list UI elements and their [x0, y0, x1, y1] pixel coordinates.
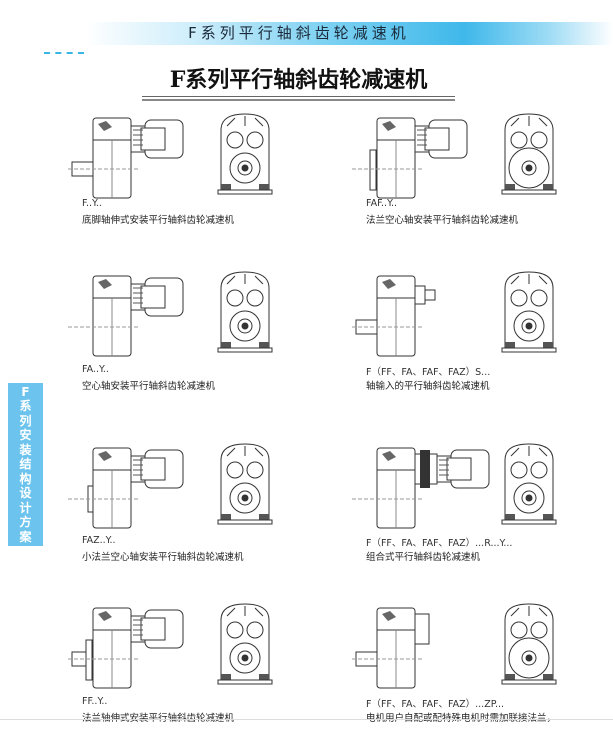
- header-banner: F系列平行轴斜齿轮减速机: [85, 22, 613, 45]
- model-code: F..Y..: [82, 198, 102, 209]
- model-description: 空心轴安装平行轴斜齿轮减速机: [82, 381, 216, 392]
- side-tab: F系列安装结构设计方案: [8, 383, 43, 546]
- model-code: FAZ..Y..: [82, 535, 116, 546]
- gearbox-item-adapter: F（FF、FA、FAF、FAZ）...ZP... 电机用户自配或配特殊电机时需加…: [352, 600, 592, 750]
- model-description: 电机用户自配或配特殊电机时需加联接法兰，: [366, 713, 557, 724]
- gearbox-drawing: [68, 443, 273, 529]
- model-description: 轴输入的平行轴斜齿轮减速机: [366, 381, 490, 392]
- gearbox-item-hollow: FA..Y.. 空心轴安装平行轴斜齿轮减速机: [68, 268, 308, 418]
- model-code: F（FF、FA、FAF、FAZ）S...: [366, 367, 491, 378]
- gearbox-item-flange-shaft: FF..Y.. 法兰轴伸式安装平行轴斜齿轮减速机: [68, 600, 308, 750]
- gearbox-drawing: [68, 271, 273, 357]
- model-description: 小法兰空心轴安装平行轴斜齿轮减速机: [82, 552, 244, 563]
- model-description: 组合式平行轴斜齿轮减速机: [366, 552, 481, 563]
- banner-title: F系列平行轴斜齿轮减速机: [188, 24, 410, 42]
- gearbox-item-input-shaft: F（FF、FA、FAF、FAZ）S... 轴输入的平行轴斜齿轮减速机: [352, 268, 592, 418]
- model-code: F（FF、FA、FAF、FAZ）...ZP...: [366, 699, 505, 710]
- model-code: FAF..Y..: [366, 198, 397, 209]
- model-description: 法兰轴伸式安装平行轴斜齿轮减速机: [82, 713, 235, 724]
- model-code: FF..Y..: [82, 696, 108, 707]
- gearbox-item-combined: F（FF、FA、FAF、FAZ）...R...Y... 组合式平行轴斜齿轮减速机: [352, 440, 592, 590]
- gearbox-item-flange-hollow: FAF..Y.. 法兰空心轴安装平行轴斜齿轮减速机: [352, 110, 592, 260]
- gearbox-drawing: [352, 603, 557, 689]
- model-description: 底脚轴伸式安装平行轴斜齿轮减速机: [82, 215, 235, 226]
- page-divider: [0, 719, 613, 720]
- decorative-dash: [44, 52, 84, 54]
- gearbox-item-hollow-small: FAZ..Y.. 小法兰空心轴安装平行轴斜齿轮减速机: [68, 440, 308, 590]
- side-tab-label: F系列安装结构设计方案: [19, 384, 32, 544]
- gearbox-item-shaft: F..Y.. 底脚轴伸式安装平行轴斜齿轮减速机: [68, 110, 308, 260]
- gearbox-drawing: [68, 113, 273, 199]
- page-title: F系列平行轴斜齿轮减速机: [169, 67, 428, 93]
- model-description: 法兰空心轴安装平行轴斜齿轮减速机: [366, 215, 519, 226]
- model-code: F（FF、FA、FAF、FAZ）...R...Y...: [366, 538, 513, 549]
- title-underline: [142, 96, 455, 101]
- gearbox-drawing: [352, 443, 557, 529]
- model-code: FA..Y..: [82, 364, 109, 375]
- gearbox-drawing: [68, 603, 273, 689]
- gearbox-drawing: [352, 271, 557, 357]
- gearbox-drawing: [352, 113, 557, 199]
